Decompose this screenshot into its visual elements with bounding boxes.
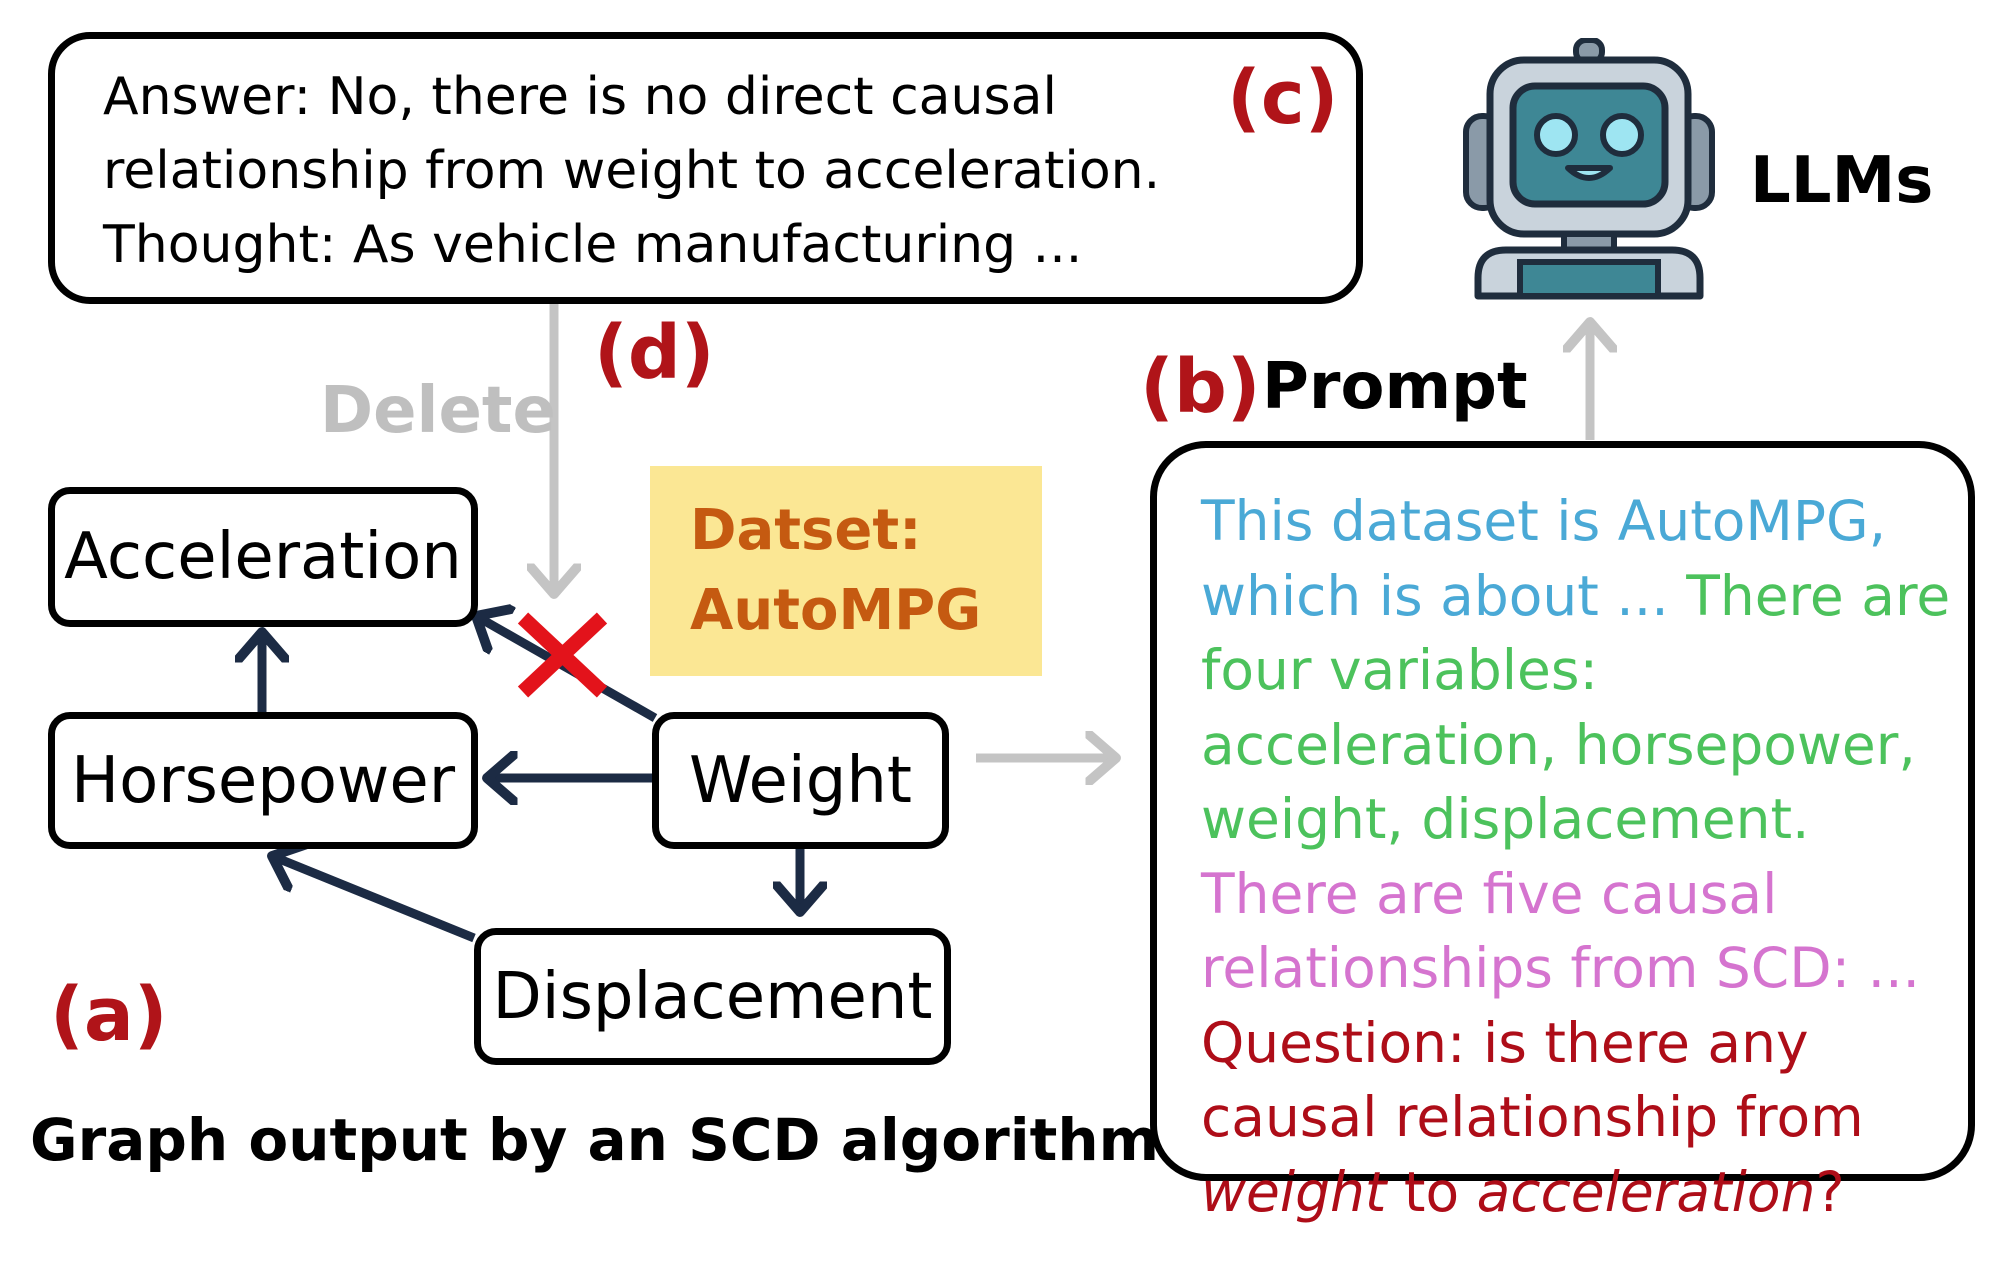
answer-line-1: Answer: No, there is no direct causal (103, 67, 1057, 127)
red-x-icon (517, 612, 608, 698)
node-horsepower: Horsepower (48, 712, 478, 849)
delete-label: Delete (320, 374, 556, 448)
edge-displacement-to-horsepower (272, 856, 476, 943)
dataset-box: Datset: AutoMPG (650, 466, 1042, 676)
dataset-label: Datset: (690, 498, 922, 563)
answer-line-2: relationship from weight to acceleration… (103, 141, 1161, 201)
llm-label: LLMs (1750, 144, 1934, 218)
node-displacement: Displacement (474, 928, 951, 1065)
graph-caption: Graph output by an SCD algorithm (30, 1106, 1160, 1174)
prompt-relationships: There are five causal relationships from… (1201, 861, 1921, 1001)
answer-box: Answer: No, there is no direct causal re… (48, 32, 1363, 304)
tag-a: (a) (50, 972, 168, 1058)
prompt-title: Prompt (1262, 350, 1528, 424)
prompt-text: This dataset is AutoMPG, which is about … (1201, 484, 1971, 1229)
prompt-dataset-description: This dataset is AutoMPG, which is about … (1201, 489, 1887, 628)
dataset-name: AutoMPG (690, 578, 982, 643)
prompt-question-weight: weight (1201, 1159, 1387, 1224)
answer-line-3: Thought: As vehicle manufacturing ... (103, 215, 1083, 275)
prompt-question: Question: is there any causal relationsh… (1201, 1010, 1864, 1150)
tag-c: (c) (1227, 55, 1339, 141)
node-acceleration: Acceleration (48, 487, 478, 627)
tag-b: (b) (1140, 344, 1261, 430)
node-weight: Weight (652, 712, 949, 849)
prompt-variables: There are four variables: acceleration, … (1201, 563, 1951, 852)
prompt-question-acceleration: acceleration (1476, 1159, 1816, 1224)
prompt-box: This dataset is AutoMPG, which is about … (1150, 441, 1975, 1224)
prompt-question-end: ? (1815, 1159, 1845, 1224)
prompt-question-to: to (1386, 1159, 1477, 1224)
tag-d: (d) (594, 310, 715, 396)
robot-icon (1463, 38, 1715, 300)
